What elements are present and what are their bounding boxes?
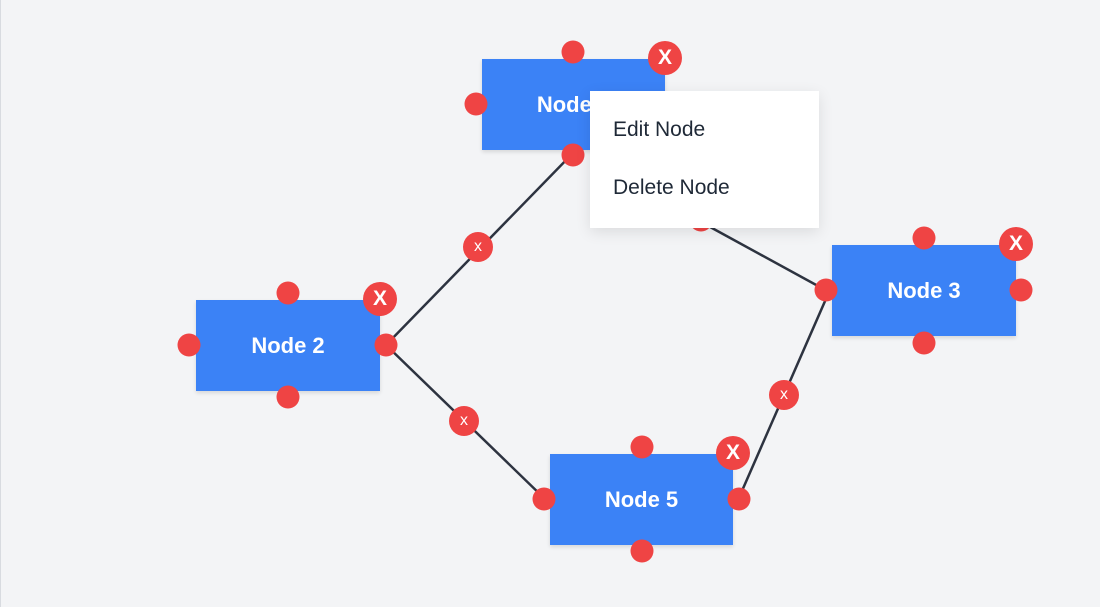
node-5-handle-top[interactable] [630,435,654,459]
node-context-menu: Edit Node Delete Node [590,91,819,228]
node-5[interactable]: Node 5 [550,454,733,545]
node-3-handle-right[interactable] [1009,278,1033,302]
node-1-handle-bottom[interactable] [561,143,585,167]
node-3-handle-left[interactable] [814,278,838,302]
node-1-handle-left[interactable] [464,92,488,116]
node-3[interactable]: Node 3 [832,245,1016,336]
node-3-handle-bottom[interactable] [912,331,936,355]
edge-delete-button[interactable]: x [463,232,493,262]
node-2-delete-button[interactable]: X [363,282,397,316]
node-label: Node 3 [887,277,961,303]
node-3-delete-button[interactable]: X [999,227,1033,261]
node-2[interactable]: Node 2 [196,300,380,391]
menu-item-delete-node[interactable]: Delete Node [613,176,730,199]
node-label: Node 5 [604,486,679,512]
node-2-handle-top[interactable] [276,281,300,305]
edge-delete-button[interactable]: x [449,406,479,436]
node-3-handle-top[interactable] [912,226,936,250]
node-2-handle-right[interactable] [374,333,398,357]
node-5-handle-right[interactable] [727,487,751,511]
node-5-delete-button[interactable]: X [716,436,750,470]
node-label: Node 2 [251,332,325,358]
node-1-handle-top[interactable] [561,40,585,64]
node-2-handle-left[interactable] [177,333,201,357]
edge-delete-button[interactable]: x [769,380,799,410]
node-5-handle-left[interactable] [532,487,556,511]
node-2-handle-bottom[interactable] [276,385,300,409]
node-1-delete-button[interactable]: X [648,41,682,75]
edge-node1-node3[interactable] [700,220,830,294]
menu-item-edit-node[interactable]: Edit Node [613,118,706,141]
node-5-handle-bottom[interactable] [630,539,654,563]
